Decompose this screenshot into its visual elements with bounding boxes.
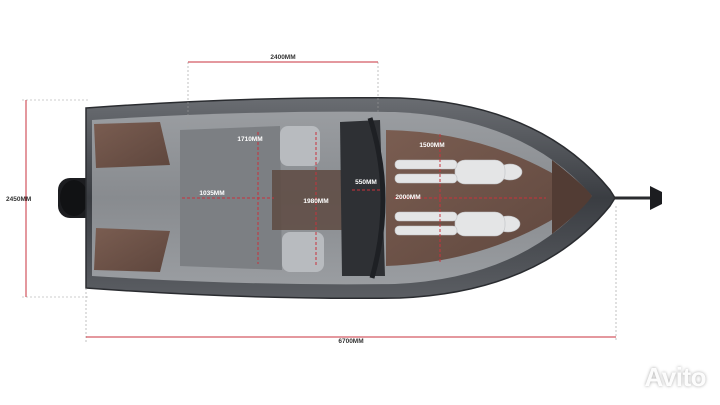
dim-label-mid-length: 1980MM xyxy=(303,198,328,205)
aft-pad-bottom xyxy=(94,228,170,272)
avito-watermark: Avito xyxy=(612,362,706,393)
dim-label-aft-depth: 1035MM xyxy=(199,190,224,197)
windshield xyxy=(367,117,386,279)
aft-pad-top xyxy=(94,122,170,168)
helm-seat-top xyxy=(280,126,320,166)
center-console xyxy=(340,120,385,276)
figure-top xyxy=(394,159,523,185)
dim-label-cockpit-width: 1710MM xyxy=(237,136,262,143)
figure-bottom xyxy=(394,211,521,237)
extension-lines xyxy=(22,62,617,342)
avito-logo-icon xyxy=(615,365,640,389)
dim-label-length-bottom: 6700MM xyxy=(338,338,363,345)
dim-label-berth-length: 2000MM xyxy=(395,194,420,201)
center-floor-pad xyxy=(272,170,350,230)
dim-label-beam-top: 2400MM xyxy=(270,54,295,61)
dim-label-height-left: 2450MM xyxy=(6,196,31,203)
bow-point-pad xyxy=(552,160,592,234)
dim-label-console-gap: 550MM xyxy=(355,179,377,186)
cockpit-floor xyxy=(180,126,282,270)
dimension-lines xyxy=(25,61,616,338)
helm-seat-bottom xyxy=(282,232,324,272)
dim-label-berth-width: 1500MM xyxy=(419,142,444,149)
bow-anchor xyxy=(614,186,662,210)
avito-watermark-text: Avito xyxy=(644,362,706,392)
